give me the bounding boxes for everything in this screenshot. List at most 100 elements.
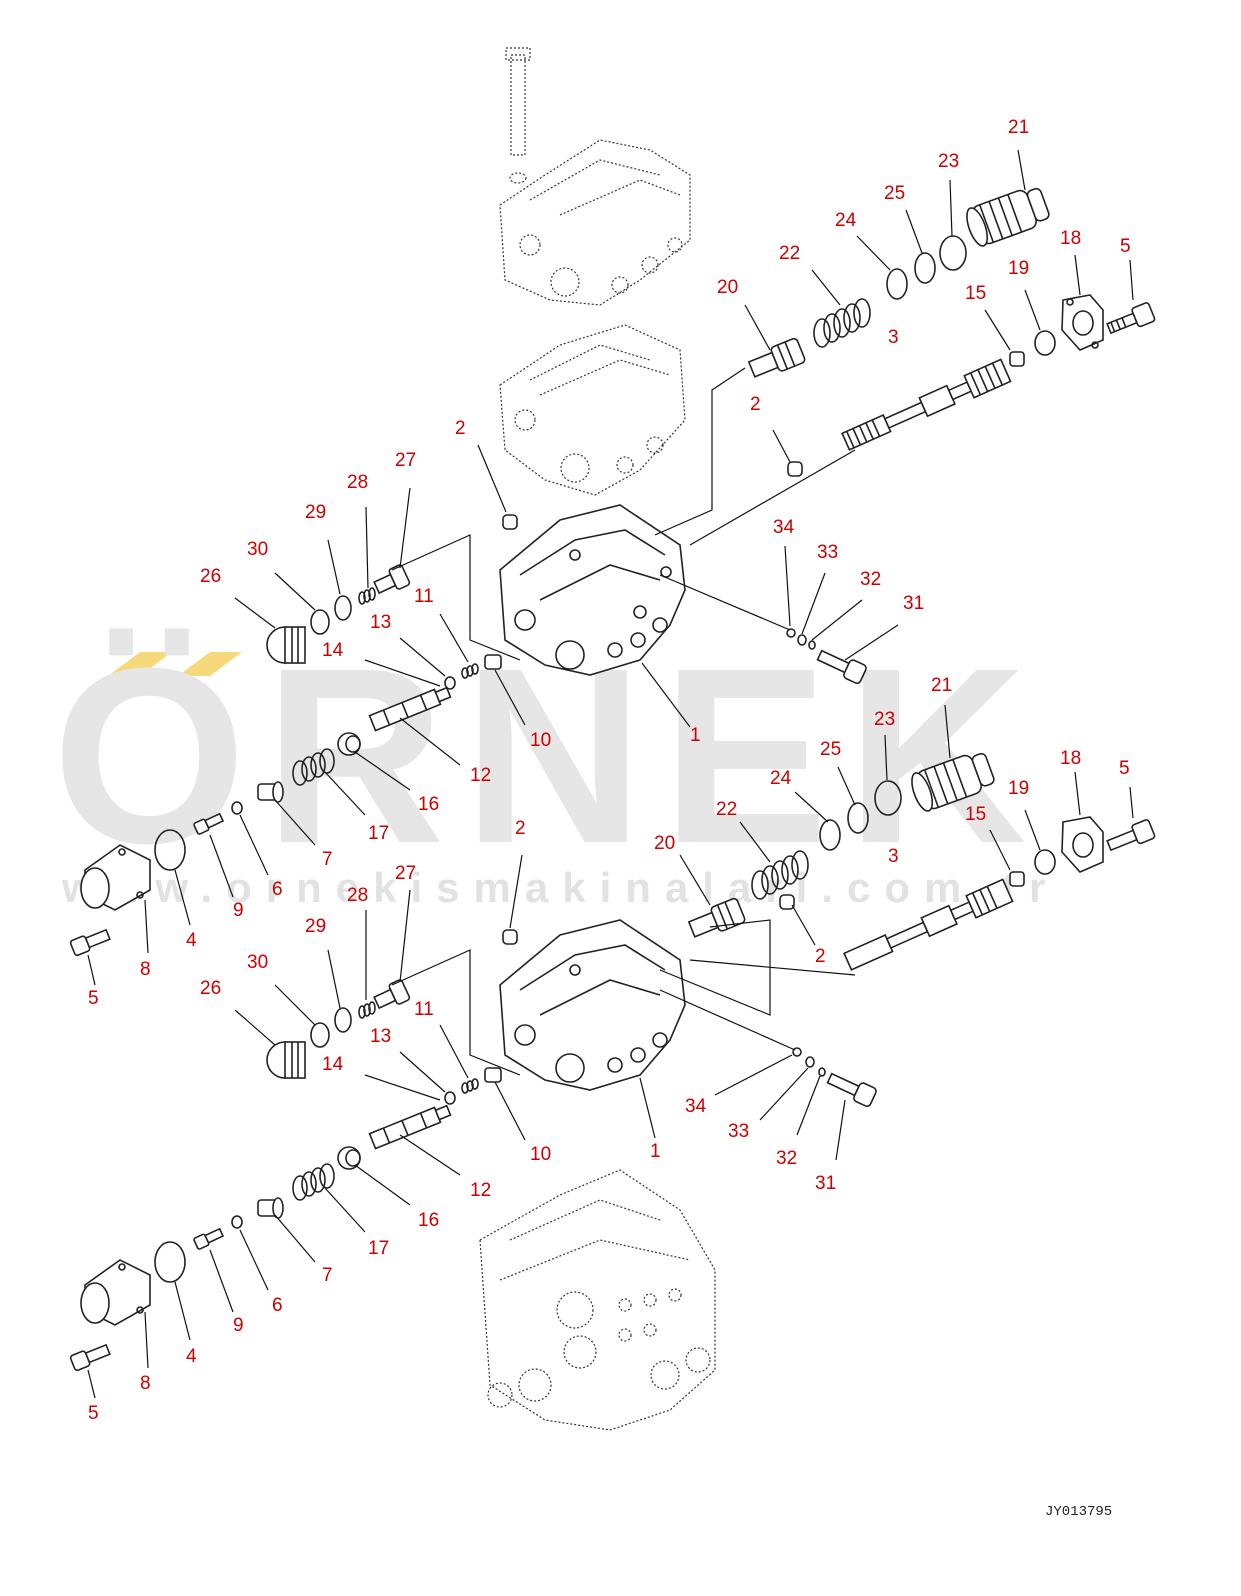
plug-icon (502, 929, 518, 945)
poppet-icon (373, 564, 411, 595)
o-ring-icon (1034, 849, 1056, 875)
callout-label: 2 (815, 946, 826, 967)
bolt-icon (69, 928, 111, 957)
valve-body-icon (499, 919, 686, 1091)
plug-icon (779, 894, 795, 910)
callout-label: 21 (1008, 117, 1029, 138)
spring-icon (461, 1078, 479, 1094)
callout-label: 2 (455, 418, 466, 439)
callout-label: 15 (965, 804, 986, 825)
ring-icon (797, 634, 807, 646)
callout-label: 30 (247, 539, 268, 560)
backup-ring-icon (914, 252, 936, 284)
lower-section-parts (69, 752, 1156, 1431)
callout-label: 32 (776, 1148, 797, 1169)
drawing-code: JY013795 (1045, 1504, 1112, 1520)
o-ring-icon (334, 595, 352, 621)
callout-label: 5 (88, 1403, 99, 1424)
callout-label: 23 (938, 151, 959, 172)
valve-body-icon (499, 504, 686, 676)
callout-label: 11 (414, 999, 434, 1020)
cap-plug-icon (266, 626, 306, 664)
retainer-icon (257, 781, 284, 803)
flange-icon (1061, 294, 1104, 351)
plug-icon (966, 187, 1050, 247)
spring-icon (813, 298, 871, 348)
callout-label: 6 (272, 879, 283, 900)
callout-label: 10 (530, 730, 551, 751)
ring-icon (444, 676, 456, 690)
ring-icon (444, 1091, 456, 1105)
spool-end-icon (687, 897, 746, 938)
plug-icon (1009, 351, 1025, 367)
callout-label: 14 (322, 640, 344, 661)
callout-label: 25 (820, 739, 841, 760)
callout-label: 27 (395, 863, 416, 884)
callout-label: 18 (1060, 748, 1081, 769)
valve-body-ghost-icon (499, 139, 691, 306)
main-spool-icon (841, 358, 1012, 451)
ring-icon (818, 1067, 826, 1077)
bolt-icon (69, 1343, 111, 1372)
callout-label: 4 (186, 930, 197, 951)
washer-icon (231, 1215, 243, 1229)
callout-label: 26 (200, 978, 221, 999)
callout-label: 21 (931, 675, 952, 696)
callout-label: 12 (470, 765, 491, 786)
bolt-icon (816, 649, 867, 684)
ring-icon (808, 640, 816, 650)
ring-icon (792, 1047, 802, 1057)
callout-label: 1 (690, 725, 701, 746)
callout-label: 25 (884, 183, 905, 204)
main-spool-icon (843, 878, 1014, 971)
spring-icon (292, 748, 335, 786)
callout-label: 3 (888, 327, 899, 348)
callout-label: 33 (728, 1121, 749, 1142)
retainer-icon (257, 1197, 284, 1219)
callout-label: 10 (530, 1144, 551, 1165)
o-ring-icon (874, 780, 902, 816)
callout-label: 9 (233, 1315, 244, 1336)
callout-label: 16 (418, 1210, 439, 1231)
callout-label: 15 (965, 283, 986, 304)
o-ring-icon (1034, 330, 1056, 356)
spring-icon (358, 587, 376, 605)
washer-icon (231, 801, 243, 815)
callout-label: 22 (779, 243, 800, 264)
callout-label: 18 (1060, 228, 1081, 249)
spool-icon (368, 1104, 452, 1150)
bolt-icon (1106, 819, 1156, 852)
callout-label: 8 (140, 1373, 151, 1394)
sleeve-icon (484, 654, 502, 670)
poppet-icon (373, 979, 411, 1010)
callout-label: 30 (247, 952, 268, 973)
callout-label: 8 (140, 959, 151, 980)
callout-label: 9 (233, 900, 244, 921)
o-ring-icon (310, 609, 330, 635)
cap-plug-icon (266, 1041, 306, 1079)
ring-icon (805, 1056, 815, 1068)
callout-label: 29 (305, 502, 326, 523)
sleeve-icon (484, 1067, 502, 1083)
callout-label: 31 (903, 593, 924, 614)
upper-section-parts (69, 187, 1156, 957)
callout-label: 27 (395, 450, 416, 471)
spring-icon (751, 850, 809, 900)
callout-label: 5 (1120, 236, 1131, 257)
callout-label: 6 (272, 1295, 283, 1316)
lower-ghost-section (479, 1169, 716, 1431)
o-ring-icon (819, 819, 841, 851)
plug-icon (1009, 871, 1025, 887)
watermark-accent-left (108, 652, 172, 676)
callout-label: 31 (815, 1173, 836, 1194)
plug-icon (787, 461, 803, 477)
callout-label: 3 (888, 846, 899, 867)
callout-label: 28 (347, 885, 368, 906)
flange-icon (1061, 816, 1104, 873)
callout-label: 17 (368, 1238, 389, 1259)
o-ring-icon (310, 1022, 330, 1048)
plug-icon (911, 752, 995, 812)
callout-label: 13 (370, 1026, 391, 1047)
spring-icon (292, 1163, 335, 1201)
callout-label: 33 (817, 542, 838, 563)
